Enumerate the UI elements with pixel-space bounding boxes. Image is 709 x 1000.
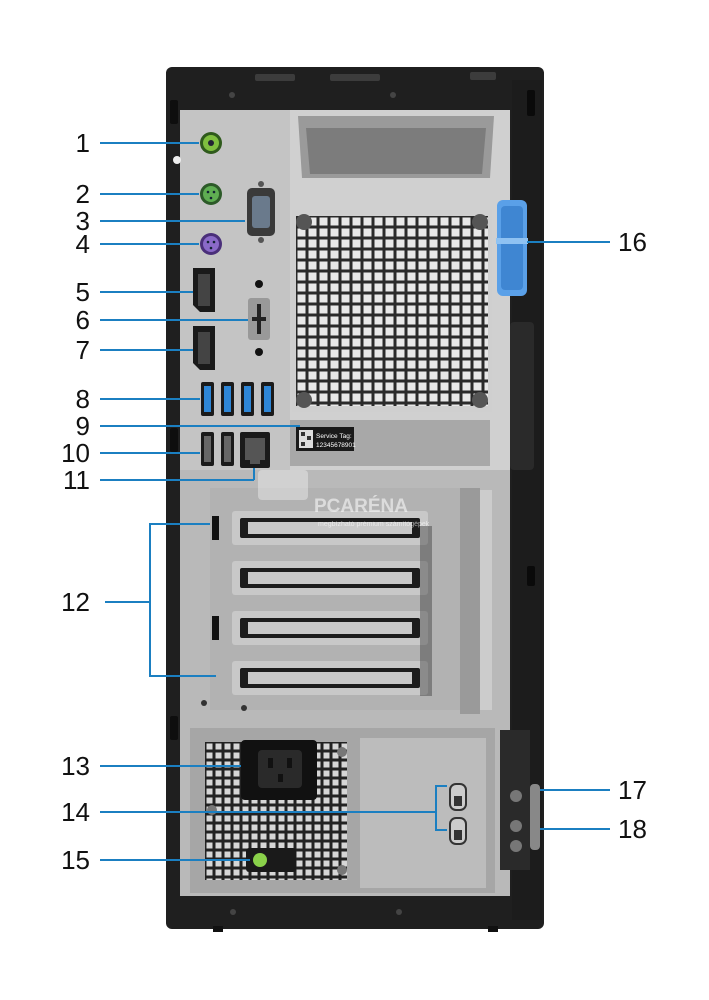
power-connector <box>241 740 317 800</box>
ethernet-port <box>240 432 270 468</box>
callout-bracket-14 <box>435 785 447 831</box>
callout-number-6: 6 <box>76 305 90 335</box>
service-tag-title: Service Tag: <box>316 433 352 440</box>
service-tag-number: 12345678901 <box>316 442 356 449</box>
ps2-mouse-port <box>200 183 222 205</box>
watermark: PCARÉNA megbízható prémium számítógépek <box>258 470 430 528</box>
displayport-2 <box>193 326 215 370</box>
fan-bracket <box>298 116 494 178</box>
usb2-ports <box>201 432 234 466</box>
optional-port-cover <box>248 280 270 356</box>
security-slot-area <box>500 730 540 870</box>
service-tag-panel: Service Tag: 12345678901 <box>290 420 490 466</box>
callout-number-9: 9 <box>76 411 90 441</box>
padlock-rings <box>449 783 467 845</box>
watermark-brand: PCARÉNA <box>314 495 408 517</box>
audio-jack <box>173 132 222 164</box>
callout-number-18: 18 <box>618 814 647 844</box>
callout-number-5: 5 <box>76 277 90 307</box>
callout-lines <box>100 142 610 861</box>
callout-number-15: 15 <box>61 845 90 875</box>
expansion-slots <box>201 488 492 714</box>
callout-number-8: 8 <box>76 384 90 414</box>
callout-number-4: 4 <box>76 229 90 259</box>
callout-number-11: 11 <box>63 465 90 495</box>
release-latch <box>496 200 528 296</box>
power-supply <box>190 728 495 893</box>
callout-number-7: 7 <box>76 335 90 365</box>
callout-number-12: 12 <box>61 587 90 617</box>
callout-number-2: 2 <box>76 179 90 209</box>
callout-number-16: 16 <box>618 227 647 257</box>
callout-number-17: 17 <box>618 775 647 805</box>
serial-port <box>247 181 275 243</box>
usb3-ports <box>201 382 274 416</box>
callout-number-14: 14 <box>61 797 90 827</box>
power-diagnostic-led <box>246 848 296 872</box>
callout-number-10: 10 <box>61 438 90 468</box>
callout-number-13: 13 <box>61 751 90 781</box>
callout-numbers: 1 2 3 4 5 6 7 8 9 10 11 12 13 14 15 16 1… <box>61 128 647 875</box>
callout-number-3: 3 <box>76 206 90 236</box>
ps2-keyboard-port <box>200 233 222 255</box>
displayport-1 <box>193 268 215 312</box>
callout-number-1: 1 <box>76 128 90 158</box>
fan-grille <box>292 210 492 412</box>
callout-bracket-12 <box>149 523 216 677</box>
watermark-tagline: megbízható prémium számítógépek <box>318 521 430 528</box>
